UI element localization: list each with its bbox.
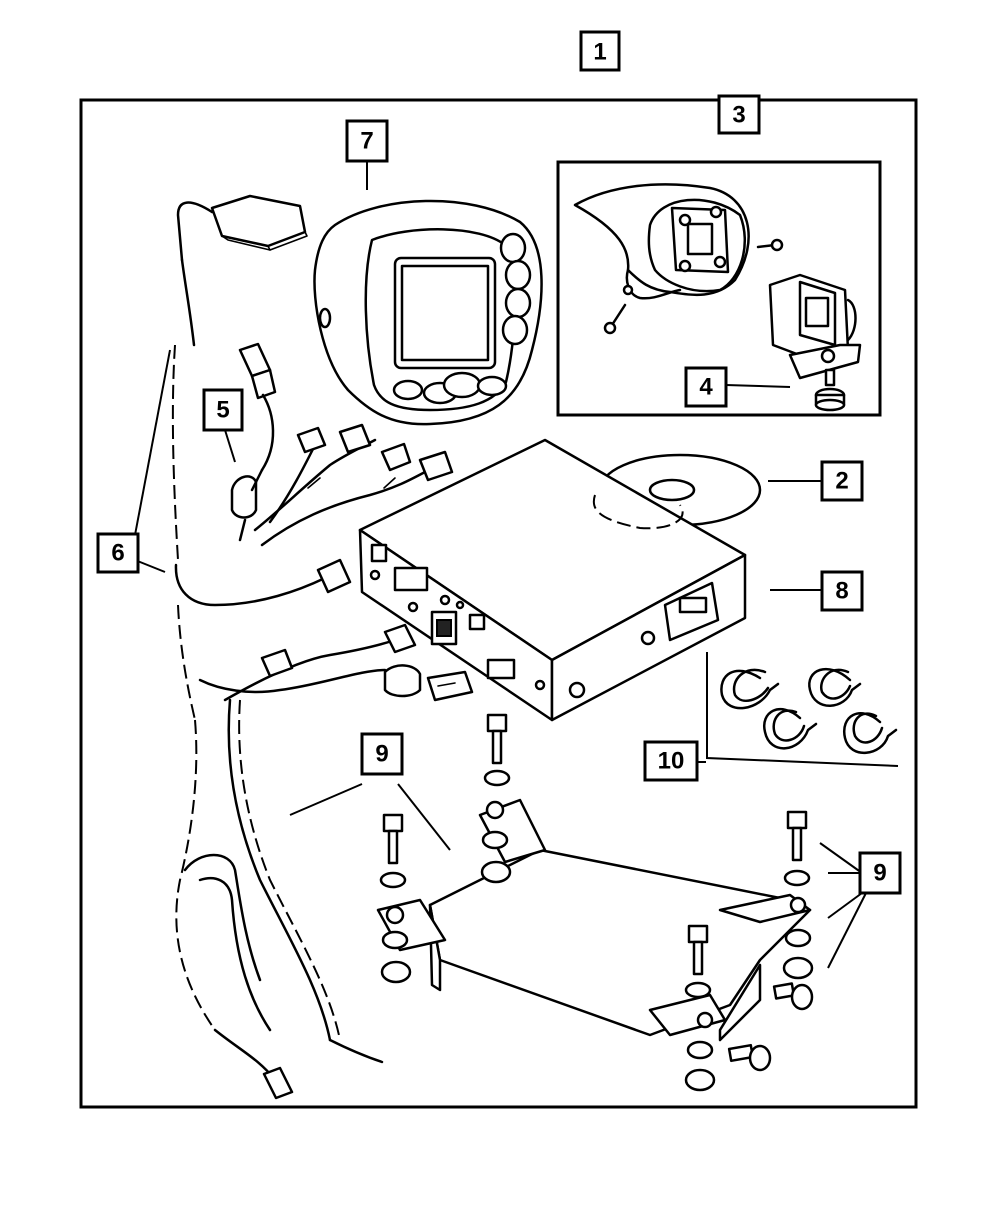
svg-text:7: 7 xyxy=(360,128,373,155)
svg-text:5: 5 xyxy=(216,397,229,424)
display-unit xyxy=(313,199,543,426)
gps-antenna xyxy=(176,194,308,347)
navigation-module xyxy=(358,438,747,722)
callout-5: 5 xyxy=(202,388,244,432)
leader-6-right xyxy=(134,559,166,573)
callout-8: 8 xyxy=(820,570,864,612)
leader-9a-left xyxy=(289,783,363,816)
callout-7: 7 xyxy=(345,119,389,163)
callout-2: 2 xyxy=(820,460,864,502)
mount-inset-frame xyxy=(556,160,882,417)
svg-text:1: 1 xyxy=(593,39,606,66)
svg-text:10: 10 xyxy=(658,748,685,775)
leader-9b-4 xyxy=(827,892,867,969)
svg-text:9: 9 xyxy=(873,860,886,887)
leader-9a-right xyxy=(397,783,451,851)
callout-10: 10 xyxy=(643,740,699,782)
leader-4 xyxy=(725,384,791,388)
kit-frame xyxy=(79,98,918,1109)
svg-text:4: 4 xyxy=(699,374,713,401)
mounting-bracket xyxy=(768,273,862,380)
leader-6-up xyxy=(134,349,171,536)
svg-text:3: 3 xyxy=(732,102,745,129)
mounting-plate xyxy=(376,798,812,1042)
svg-text:9: 9 xyxy=(375,741,388,768)
mounting-pod xyxy=(573,183,784,335)
svg-text:2: 2 xyxy=(835,468,848,495)
callout-3: 3 xyxy=(717,94,761,135)
callout-9-left: 9 xyxy=(360,732,404,776)
callout-9-right: 9 xyxy=(858,851,902,895)
leader-9b-3 xyxy=(827,892,863,919)
callout-4: 4 xyxy=(684,366,728,408)
wiring-harness xyxy=(171,342,474,1100)
svg-text:8: 8 xyxy=(835,578,848,605)
leader-5 xyxy=(224,429,236,463)
svg-text:6: 6 xyxy=(111,540,124,567)
thumb-screw xyxy=(814,368,846,412)
bolts-nuts xyxy=(379,713,814,1092)
callout-6: 6 xyxy=(96,532,140,574)
callout-1: 1 xyxy=(579,30,621,72)
cable-clips xyxy=(706,652,899,767)
leader-9b-1 xyxy=(819,842,863,874)
